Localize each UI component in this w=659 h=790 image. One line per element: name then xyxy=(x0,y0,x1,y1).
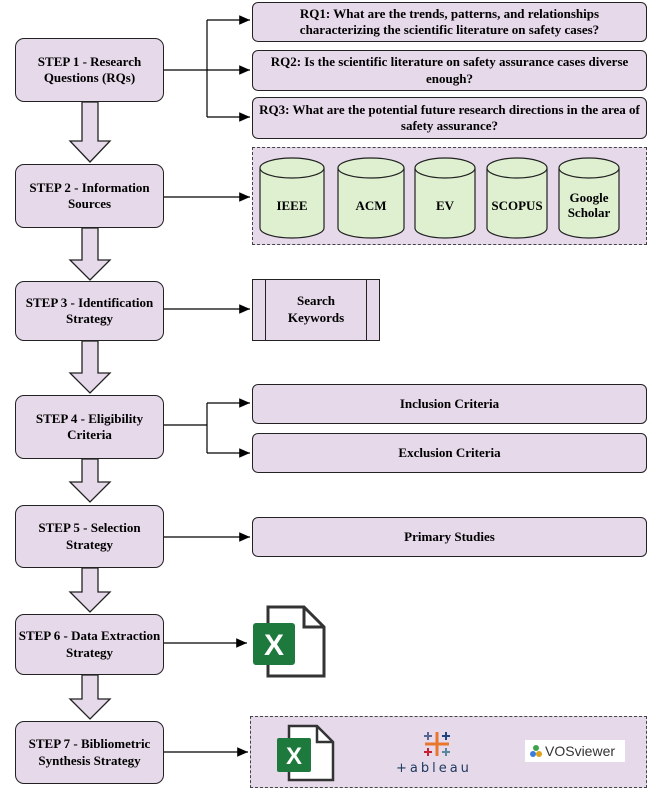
svg-text:X: X xyxy=(264,629,284,662)
source-google-scholar-label: Google Scholar xyxy=(567,190,611,220)
tableau-logo-icon xyxy=(424,732,450,756)
process-right-bar xyxy=(366,280,367,340)
database-scopus-icon xyxy=(486,157,548,239)
search-keywords-label: Search Keywords xyxy=(287,293,345,325)
down-arrow-6-7 xyxy=(68,674,112,720)
search-keywords-box: Search Keywords xyxy=(252,279,380,341)
step-3-box: STEP 3 - Identification Strategy xyxy=(15,281,164,341)
rq1-box: RQ1: What are the trends, patterns, and … xyxy=(252,2,647,42)
down-arrow-5-6 xyxy=(68,567,112,613)
rq1-text: RQ1: What are the trends, patterns, and … xyxy=(299,5,600,37)
database-acm-icon xyxy=(337,157,405,239)
step-2-box: STEP 2 - Information Sources xyxy=(15,164,164,228)
source-ev-label: EV xyxy=(435,197,455,213)
down-arrow-3-4 xyxy=(68,340,112,394)
vosviewer-icon xyxy=(530,745,542,757)
inclusion-criteria-box: Inclusion Criteria xyxy=(252,384,647,424)
exclusion-criteria-box: Exclusion Criteria xyxy=(252,433,647,473)
step-4-box: STEP 4 - Eligibility Criteria xyxy=(15,395,164,459)
step-1-label: STEP 1 - Research Questions (RQs) xyxy=(37,53,142,85)
vosviewer-label: VOSviewer xyxy=(545,743,616,759)
source-acm-label: ACM xyxy=(355,197,387,213)
step-6-label: STEP 6 - Data Extraction Strategy xyxy=(18,628,161,660)
primary-studies-label: Primary Studies xyxy=(404,528,495,544)
rq3-text: RQ3: What are the potential future resea… xyxy=(259,101,640,133)
source-scopus-label: SCOPUS xyxy=(491,197,543,213)
rq3-box: RQ3: What are the potential future resea… xyxy=(252,97,647,139)
down-arrow-4-5 xyxy=(68,458,112,503)
step-6-box: STEP 6 - Data Extraction Strategy xyxy=(15,614,164,675)
excel-file-icon: X xyxy=(253,605,326,678)
svg-text:X: X xyxy=(286,743,302,770)
excel-tool-icon: X xyxy=(277,724,335,782)
step-1-box: STEP 1 - Research Questions (RQs) xyxy=(15,38,164,102)
down-arrow-2-3 xyxy=(68,227,112,281)
rq2-text: RQ2: Is the scientific literature on saf… xyxy=(270,54,629,86)
database-google-scholar-icon xyxy=(558,157,620,239)
vosviewer-logo: VOSviewer xyxy=(525,740,625,762)
step-2-label: STEP 2 - Information Sources xyxy=(29,179,150,211)
step-3-label: STEP 3 - Identification Strategy xyxy=(25,294,154,326)
database-ieee-icon xyxy=(259,157,325,239)
step-5-box: STEP 5 - Selection Strategy xyxy=(15,505,164,568)
database-ev-icon xyxy=(414,157,476,239)
down-arrow-1-2 xyxy=(68,101,112,163)
primary-studies-box: Primary Studies xyxy=(252,517,647,557)
source-ieee-label: IEEE xyxy=(276,197,308,213)
step-5-label: STEP 5 - Selection Strategy xyxy=(38,520,141,552)
step-7-label: STEP 7 - Bibliometric Synthesis Strategy xyxy=(28,736,151,768)
inclusion-criteria-label: Inclusion Criteria xyxy=(399,395,500,411)
tableau-wordmark: +ableau xyxy=(396,761,472,776)
rq2-box: RQ2: Is the scientific literature on saf… xyxy=(252,50,647,91)
step-4-label: STEP 4 - Eligibility Criteria xyxy=(35,410,144,442)
step-7-box: STEP 7 - Bibliometric Synthesis Strategy xyxy=(15,721,164,784)
process-left-bar xyxy=(265,280,266,340)
exclusion-criteria-label: Exclusion Criteria xyxy=(398,444,501,460)
